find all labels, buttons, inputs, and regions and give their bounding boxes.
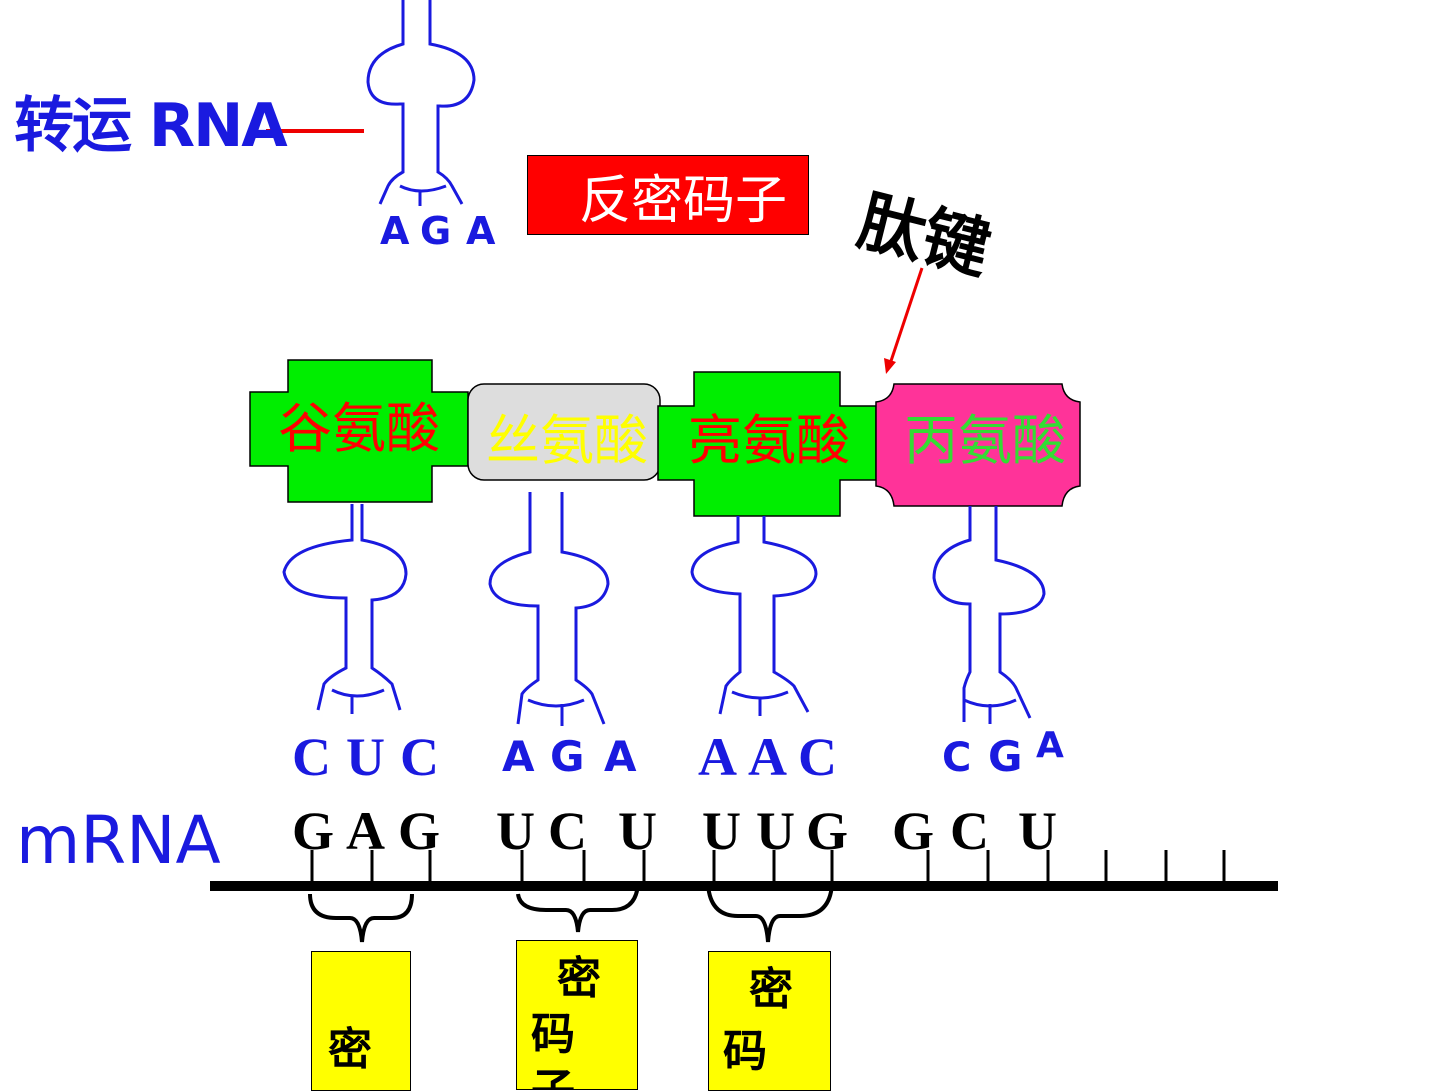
anticodon-3-base-3: C xyxy=(798,727,837,787)
codon-box-3-char-1: 密 xyxy=(749,964,793,1015)
mrna-base-3: G xyxy=(398,801,441,861)
trna-label: 转运 RNA xyxy=(14,91,288,161)
anticodon-label-box: 反密码子 xyxy=(527,155,809,235)
top-trna-base-2: G xyxy=(420,209,452,253)
top-trna-structure xyxy=(366,0,476,206)
anticodon-2-base-2: G xyxy=(550,732,585,781)
peptide-bond-arrow xyxy=(884,267,924,374)
amino-acid-name-4: 丙氨酸 xyxy=(904,409,1066,472)
trna-4 xyxy=(932,506,1046,724)
anticodon-1-base-3: C xyxy=(400,727,439,787)
amino-acid-name-2: 丝氨酸 xyxy=(486,409,648,472)
anticodon-3-base-1: A xyxy=(698,727,737,787)
codon-box-3-char-2: 码 xyxy=(723,1026,767,1077)
alanine-shape xyxy=(875,383,1081,507)
mrna-label: mRNA xyxy=(16,802,221,879)
amino-acid-shapes xyxy=(249,359,1081,517)
mrna-base-12: U xyxy=(1018,801,1057,861)
anticodon-4-base-1: C xyxy=(942,735,972,781)
anticodon-2-base-3: A xyxy=(604,732,637,781)
anticodon-4-base-3: A xyxy=(1036,725,1064,766)
codon-box-3: 密 码 xyxy=(708,951,831,1091)
anticodon-1-base-2: U xyxy=(346,727,385,787)
trna-2 xyxy=(488,492,610,726)
codon-box-2-char-2: 码 xyxy=(531,1009,575,1060)
mrna-base-8: U xyxy=(756,801,795,861)
top-trna-base-1: A xyxy=(380,209,410,253)
anticodon-2-base-1: A xyxy=(502,732,535,781)
codon-box-2-char-1: 密 xyxy=(557,953,601,1004)
leucine-shape xyxy=(657,371,877,517)
mrna-base-5: C xyxy=(548,801,587,861)
trna-1 xyxy=(282,504,408,714)
amino-acid-name-3: 亮氨酸 xyxy=(688,409,850,472)
amino-acid-name-1: 谷氨酸 xyxy=(278,397,440,460)
mrna-base-2: A xyxy=(346,801,385,861)
codon-braces xyxy=(308,883,834,943)
lower-trna-structures xyxy=(282,492,1046,726)
glutamate-shape xyxy=(249,359,469,503)
anticodon-4-base-2: G xyxy=(988,732,1023,781)
mrna-base-6: U xyxy=(618,801,657,861)
mrna-base-4: U xyxy=(496,801,535,861)
codon-box-1: 密 xyxy=(311,951,411,1091)
mrna-strand xyxy=(210,850,1278,891)
codon-box-1-char-1: 密 xyxy=(328,1024,372,1075)
mrna-base-1: G xyxy=(292,801,335,861)
anticodon-label: 反密码子 xyxy=(578,170,787,231)
mrna-base-10: G xyxy=(892,801,935,861)
anticodon-3-base-2: A xyxy=(748,727,787,787)
trna-3 xyxy=(690,516,818,716)
mrna-base-9: G xyxy=(806,801,849,861)
anticodon-1-base-1: C xyxy=(292,727,331,787)
top-trna-base-3: A xyxy=(466,209,496,253)
codon-box-2: 密 码 子 xyxy=(516,940,638,1090)
mrna-base-7: U xyxy=(702,801,741,861)
mrna-base-11: C xyxy=(950,801,989,861)
